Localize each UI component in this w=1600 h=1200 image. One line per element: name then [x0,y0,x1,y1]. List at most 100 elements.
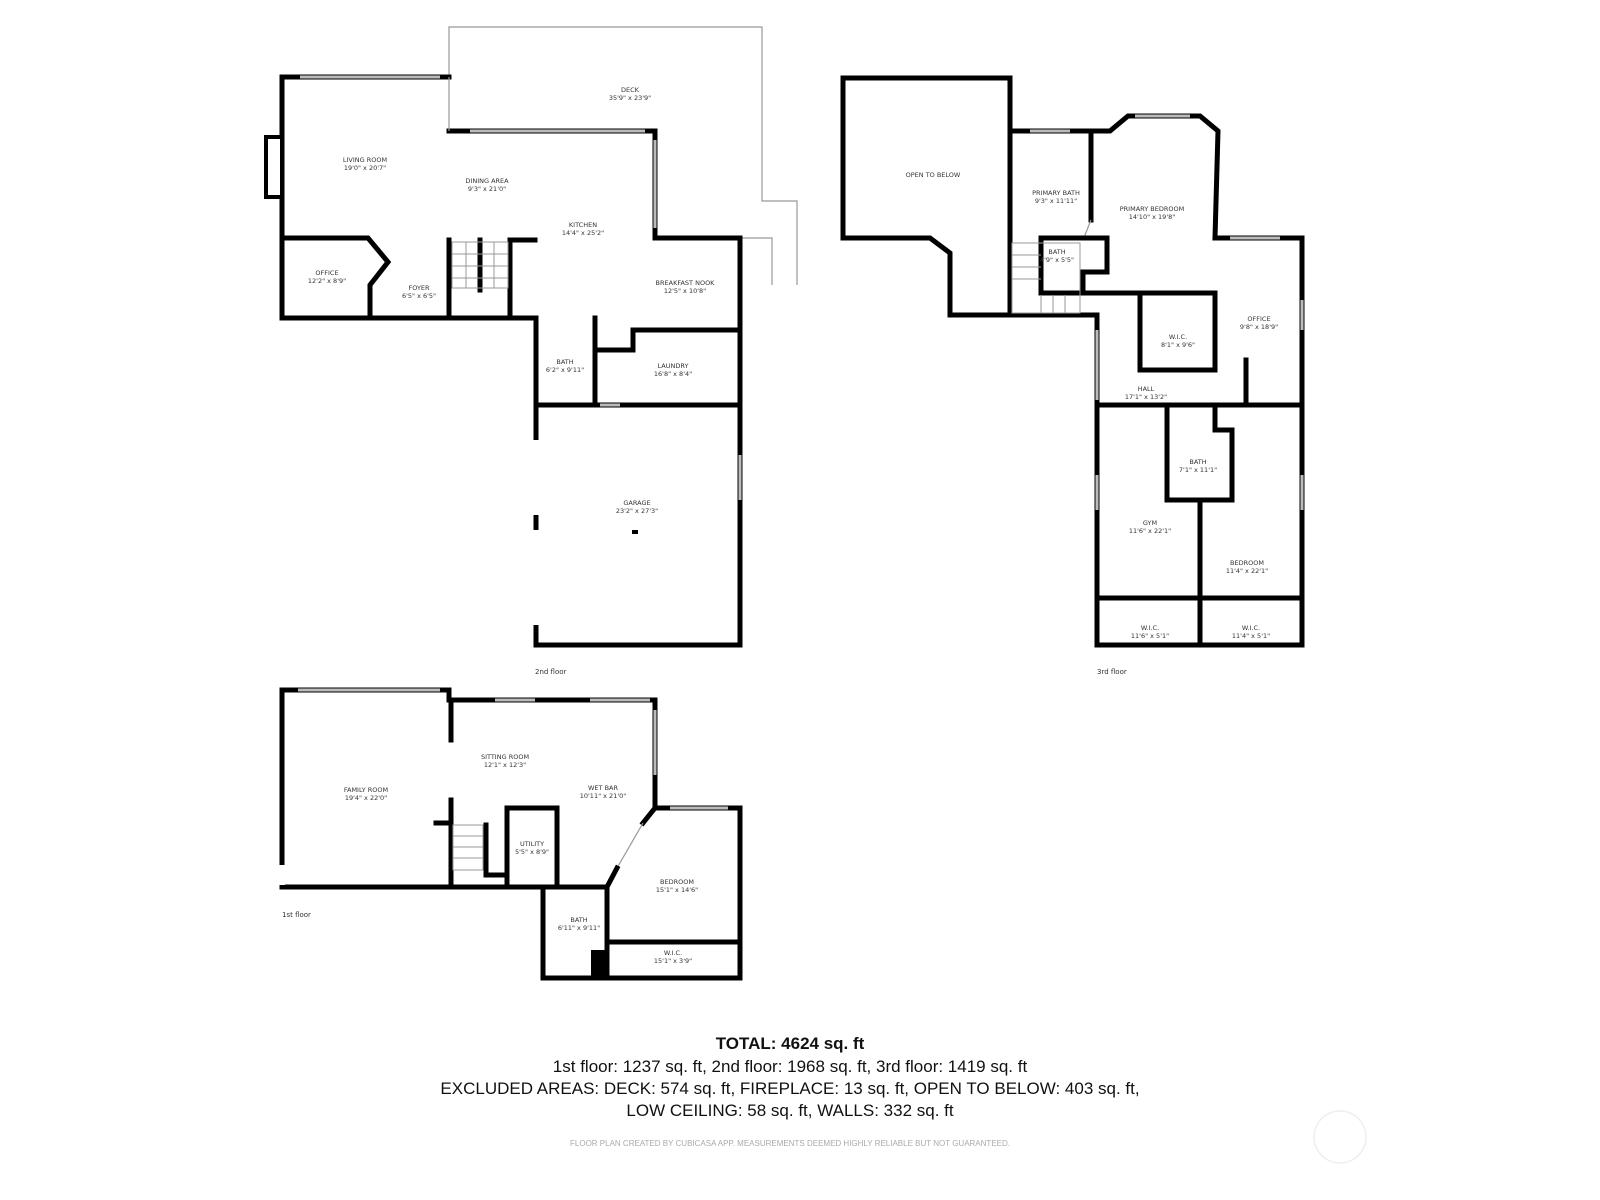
room-name: BEDROOM [660,878,694,886]
room-name: OFFICE [1247,315,1270,323]
bath-wall [1038,235,1110,296]
room-dims: 23'2" x 27'3" [616,507,658,515]
floor-areas: 1st floor: 1237 sq. ft, 2nd floor: 1968 … [552,1057,1028,1076]
room-name: BATH [556,358,573,366]
room-dims: 9'3" x 11'11" [1035,197,1077,205]
room-name: LIVING ROOM [343,156,387,164]
wall [446,128,743,648]
svg-text:OPEN TO BELOW: OPEN TO BELOW [906,171,961,179]
room-dims: 17'1" x 13'2" [1125,393,1167,401]
room-name: BEDROOM [1230,559,1264,567]
room-name: WET BAR [588,784,618,792]
svg-text:W.I.C.11'6" x 5'1": W.I.C.11'6" x 5'1" [1131,624,1169,640]
room-dims: 12'5" x 10'8" [664,287,706,295]
room-dims: 19'4" x 22'0" [345,794,387,802]
disclaimer: FLOOR PLAN CREATED BY CUBICASA APP. MEAS… [570,1139,1010,1148]
room-dims: 12'2" x 8'9" [308,277,346,285]
floor-label: 3rd floor [1097,668,1127,676]
room-name: BATH [1189,458,1206,466]
room-dims: 11'4" x 5'1" [1232,632,1270,640]
room-name: W.I.C. [1242,624,1260,632]
room-name: W.I.C. [1169,333,1187,341]
room-name: LAUNDRY [658,362,689,370]
svg-text:W.I.C.8'1" x 9'6": W.I.C.8'1" x 9'6" [1161,333,1195,349]
room-dims: 35'9" x 23'9" [609,94,651,102]
room-name: W.I.C. [1141,624,1159,632]
room-name: FAMILY ROOM [344,786,388,794]
room-name: DECK [621,86,640,94]
room-dims: 16'8" x 8'4" [654,370,692,378]
room-name: GARAGE [623,499,650,507]
stairs-icon [451,241,509,289]
bath-wall [1164,402,1235,503]
room-dims: 14'4" x 25'2" [562,229,604,237]
office-wall [279,235,392,321]
room-dims: 7'1" x 11'1" [1179,466,1217,474]
wic-wall [1137,290,1218,373]
room-name: W.I.C. [664,949,682,957]
room-name: HALL [1138,385,1155,393]
room-dims: 9'3" x 21'0" [468,185,506,193]
open-to-below-outline [840,75,1013,318]
floor-label: 1st floor [282,911,311,919]
room-name: OPEN TO BELOW [906,171,961,179]
room-name: UTILITY [520,840,544,848]
excluded-areas-continued: LOW CEILING: 58 sq. ft, WALLS: 332 sq. f… [626,1101,954,1120]
excluded-areas: EXCLUDED AREAS: DECK: 574 sq. ft, FIREPL… [440,1079,1140,1098]
room-dims: 8'1" x 9'6" [1161,341,1195,349]
room-dims: 14'10" x 19'8" [1129,213,1175,221]
wall [947,113,1305,648]
room-dims: 15'1" x 14'6" [656,886,698,894]
room-dims: 15'1" x 3'9" [654,957,692,965]
wall [279,687,610,890]
room-dims: 12'1" x 12'3" [484,761,526,769]
floor-label: 2nd floor [535,668,567,676]
room-name: DINING AREA [465,177,509,185]
room-name: BREAKFAST NOOK [656,279,716,287]
room-name: KITCHEN [569,221,597,229]
svg-text:W.I.C.11'4" x 5'1": W.I.C.11'4" x 5'1" [1232,624,1270,640]
deck-rail [740,237,773,285]
room-name: SITTING ROOM [481,753,529,761]
fireplace-icon [264,135,284,199]
room-name: PRIMARY BEDROOM [1120,205,1184,213]
room-dims: 6'11" x 9'11" [558,924,600,932]
deck-outline [448,26,798,285]
room-dims: 4'9" x 5'5" [1040,256,1074,264]
room-dims: 6'5" x 6'5" [402,292,436,300]
room-name: GYM [1143,519,1157,527]
wall [446,697,743,981]
room-dims: 19'0" x 20'7" [344,164,386,172]
room-name: OFFICE [315,269,338,277]
room-dims: 6'2" x 9'11" [546,366,584,374]
room-dims: 11'6" x 5'1" [1131,632,1169,640]
room-dims: 11'6" x 22'1" [1129,527,1171,535]
room-name: BATH [570,916,587,924]
laundry-wall [595,327,743,353]
room-name: PRIMARY BATH [1032,189,1080,197]
